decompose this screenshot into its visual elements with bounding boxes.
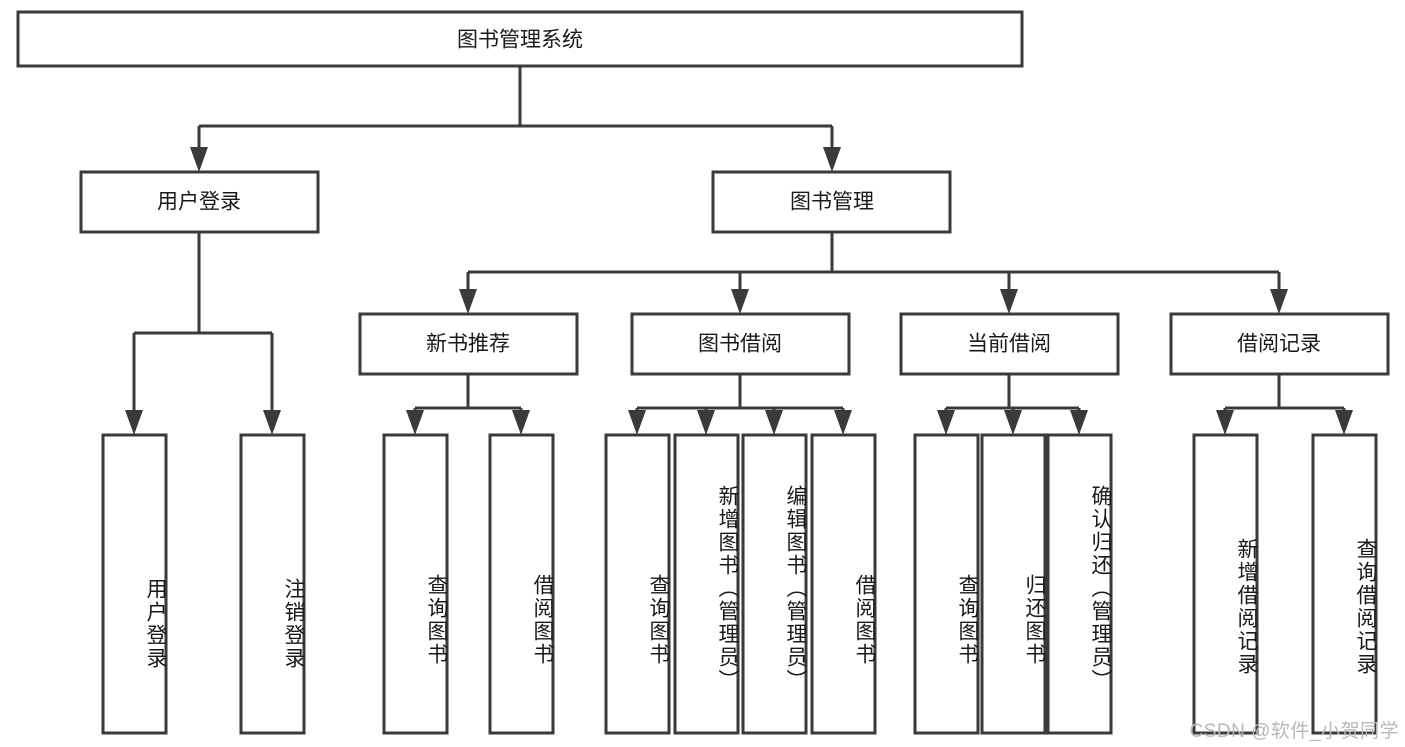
leaf-add-book-admin[interactable] (673, 433, 740, 735)
node-new-book-recommend-label: 新书推荐 (426, 333, 510, 356)
edges-layer (125, 66, 1353, 435)
root-node-label: 图书管理系统 (457, 29, 583, 52)
arrowhead-leaf-edit-book-admin (765, 410, 783, 435)
node-book-management[interactable] (711, 170, 952, 234)
node-user-login[interactable] (79, 170, 320, 234)
arrowhead-leaf-borrow-book (834, 410, 852, 435)
node-current-borrow-label: 当前借阅 (967, 333, 1051, 356)
leaf-query-book-current[interactable] (913, 433, 980, 735)
leaf-edit-book-admin[interactable] (741, 433, 808, 735)
arrowhead-new-book-recommend (459, 289, 477, 314)
leaf-borrow-book-recommend[interactable] (488, 433, 555, 735)
root-node-book-management-system[interactable] (16, 10, 1024, 68)
arrowhead-user-login (190, 147, 208, 172)
arrowhead-leaf-add-book-admin (697, 410, 715, 435)
arrowhead-leaf-query-book-recommend (406, 410, 424, 435)
node-borrow-record-label: 借阅记录 (1237, 333, 1321, 356)
arrowhead-current-borrow (1000, 289, 1018, 314)
node-user-login-label: 用户登录 (157, 191, 241, 214)
leaf-borrow-book[interactable] (810, 433, 877, 735)
arrowhead-leaf-add-borrow-record (1216, 410, 1234, 435)
csdn-watermark: CSDN @软件_小贺同学 (1189, 721, 1399, 742)
leaf-logout[interactable] (239, 433, 306, 735)
leaf-query-book-borrow[interactable] (604, 433, 671, 735)
leaf-add-borrow-record[interactable] (1192, 433, 1259, 735)
arrowhead-leaf-return-book (1004, 410, 1022, 435)
node-book-borrow-label: 图书借阅 (698, 333, 782, 356)
leaf-confirm-return-admin[interactable] (1046, 433, 1113, 735)
node-borrow-record[interactable] (1169, 312, 1390, 376)
node-new-book-recommend[interactable] (358, 312, 579, 376)
arrowhead-leaf-user-login (125, 410, 143, 435)
leaf-return-book[interactable] (980, 433, 1047, 735)
leaf-user-login[interactable] (101, 433, 168, 735)
leaf-query-book-recommend[interactable] (382, 433, 449, 735)
arrowhead-leaf-borrow-book-recommend (512, 410, 530, 435)
arrowhead-book-borrow (731, 289, 749, 314)
arrowhead-leaf-query-borrow-record (1335, 410, 1353, 435)
node-current-borrow[interactable] (899, 312, 1120, 376)
arrowhead-leaf-query-book-borrow (628, 410, 646, 435)
node-book-management-label: 图书管理 (790, 191, 874, 214)
arrowhead-leaf-query-book-current (937, 410, 955, 435)
arrowhead-leaf-confirm-return-admin (1070, 410, 1088, 435)
node-book-borrow[interactable] (630, 312, 851, 376)
arrowhead-borrow-record (1270, 289, 1288, 314)
nodes-layer: 图书管理系统 用户登录 图书管理 新书推荐 图书借阅 当前借阅 借阅记录 (16, 10, 1390, 735)
arrowhead-leaf-logout (263, 410, 281, 435)
leaf-query-borrow-record[interactable] (1311, 433, 1378, 735)
arrowhead-book-management (823, 147, 841, 172)
